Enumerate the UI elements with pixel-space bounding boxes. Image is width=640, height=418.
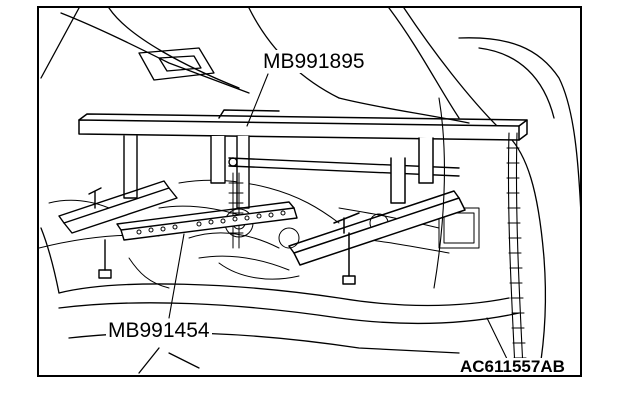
figure-code-label: AC611557AB xyxy=(458,357,567,376)
right-chain xyxy=(433,97,527,369)
car-body-right xyxy=(338,8,580,374)
leader-lines xyxy=(168,73,510,364)
tool-label-mb991895: MB991895 xyxy=(261,50,367,73)
main-crossbar xyxy=(78,109,528,141)
front-bumper xyxy=(40,227,520,374)
figure-frame: MB991895 MB991454 AC611557AB xyxy=(37,6,582,377)
engine-hanger-illustration xyxy=(39,8,580,374)
center-chain xyxy=(228,172,244,249)
engine-compartment xyxy=(39,179,480,289)
tool-label-mb991454: MB991454 xyxy=(106,319,212,342)
right-crossbar xyxy=(288,137,466,285)
slotted-plate xyxy=(116,201,298,241)
left-bracket xyxy=(58,135,178,279)
